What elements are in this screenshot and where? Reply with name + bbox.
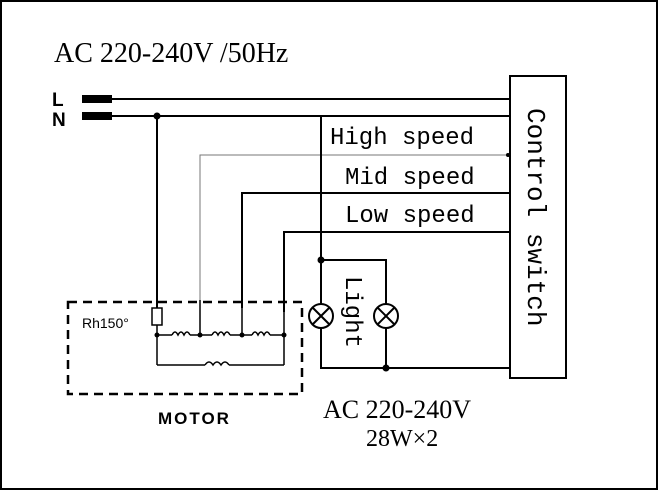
high-speed-wire: [199, 154, 510, 300]
neutral-terminal: [82, 112, 112, 120]
control-switch-label: Control switch: [520, 108, 550, 326]
thermal-fuse-icon: [151, 307, 163, 326]
winding-tap-1-dot: [197, 332, 203, 338]
light-rating-voltage: AC 220-240V: [323, 395, 471, 424]
mid-speed-label: Mid speed: [345, 165, 475, 192]
motor-box: [66, 300, 304, 396]
high-speed-label: High speed: [330, 125, 474, 152]
light-return-wire: [320, 260, 510, 369]
line-label: L: [52, 90, 64, 111]
thermal-fuse-label: Rh150°: [82, 315, 129, 331]
high-speed-dot: [506, 153, 510, 157]
motor-winding-icon: [156, 300, 285, 367]
supply-title: AC 220-240V /50Hz: [54, 38, 288, 69]
lamp-2-icon: [373, 303, 399, 329]
line-terminal: [82, 95, 112, 103]
light-rating-power: 28W×2: [366, 426, 438, 452]
neutral-junction-dot: [153, 112, 161, 120]
lamp2-wire: [321, 259, 387, 368]
lamp2-junction-dot: [382, 364, 390, 372]
lamp-1-icon: [308, 303, 334, 329]
winding-tap-3-dot: [281, 332, 287, 338]
winding-tap-2-dot: [239, 332, 245, 338]
mid-speed-wire: [241, 192, 510, 308]
low-speed-wire: [283, 231, 510, 312]
light-label: Light: [338, 276, 365, 348]
winding-tap-0-dot: [154, 332, 160, 338]
neutral-label: N: [52, 110, 66, 131]
motor-label: MOTOR: [158, 409, 231, 428]
low-speed-label: Low speed: [345, 203, 475, 230]
control-switch-box: [509, 75, 567, 379]
